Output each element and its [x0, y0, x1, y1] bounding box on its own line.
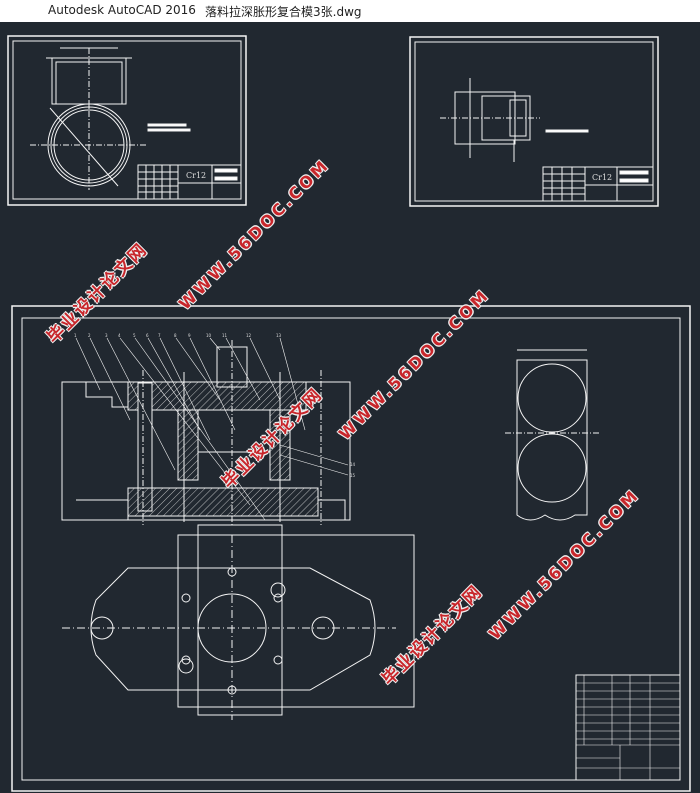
part-number-labels: 1 2 3 4 5 6 7 8 9 10 11 12 13 14 15	[74, 333, 356, 478]
sheet-3	[11, 305, 691, 792]
svg-text:9: 9	[188, 333, 191, 338]
svg-text:4: 4	[118, 333, 121, 338]
svg-text:14: 14	[350, 462, 356, 467]
svg-text:1: 1	[74, 333, 77, 338]
drawing-canvas[interactable]: Cr12 Cr12	[0, 22, 700, 793]
title-bar: Autodesk AutoCAD 2016 落料拉深胀形复合模3张.dwg	[0, 0, 700, 22]
svg-text:15: 15	[350, 473, 356, 478]
file-title: 落料拉深胀形复合模3张.dwg	[205, 5, 362, 19]
svg-text:13: 13	[276, 333, 282, 338]
sheet-1	[7, 35, 247, 206]
svg-text:2: 2	[88, 333, 91, 338]
svg-text:11: 11	[222, 333, 228, 338]
svg-text:12: 12	[246, 333, 252, 338]
svg-text:10: 10	[206, 333, 212, 338]
svg-text:6: 6	[146, 333, 149, 338]
material-label-2: Cr12	[592, 173, 612, 182]
svg-text:3: 3	[105, 333, 108, 338]
svg-text:8: 8	[174, 333, 177, 338]
sheet-2	[409, 36, 659, 207]
app-title: Autodesk AutoCAD 2016	[48, 3, 196, 17]
svg-text:5: 5	[133, 333, 136, 338]
svg-text:7: 7	[158, 333, 161, 338]
material-label-1: Cr12	[186, 171, 206, 180]
